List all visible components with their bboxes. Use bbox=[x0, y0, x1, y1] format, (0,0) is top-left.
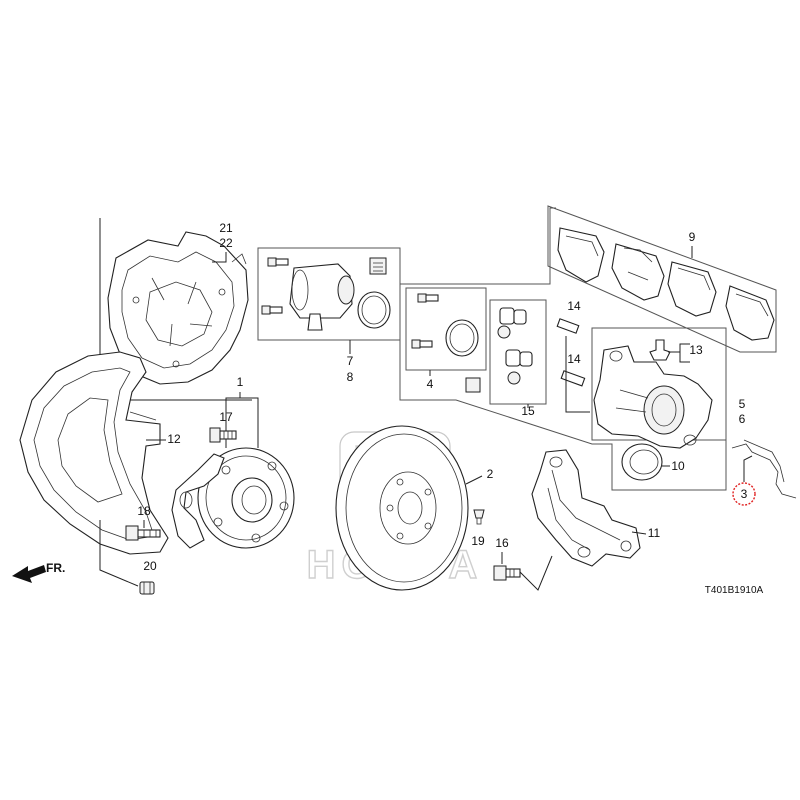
part-label-10: 10 bbox=[671, 459, 685, 473]
part-label-15: 15 bbox=[521, 404, 535, 418]
pin-boot-kit-box bbox=[489, 299, 547, 405]
part-label-3: 3 bbox=[741, 487, 748, 501]
seal-kit-box bbox=[405, 287, 487, 371]
brake-pads bbox=[557, 227, 775, 341]
brake-caliper bbox=[593, 339, 713, 449]
pin-boot-kit-parts bbox=[497, 307, 533, 385]
bolt-18 bbox=[125, 525, 161, 541]
part-label-20: 20 bbox=[143, 559, 157, 573]
grease-packet bbox=[465, 377, 481, 393]
front-direction-label: FR. bbox=[46, 561, 65, 575]
part-label-14-upper: 14 bbox=[567, 299, 581, 313]
guide-pin-14-upper bbox=[556, 318, 580, 334]
diagram-code: T401B1910A bbox=[705, 585, 764, 596]
part-label-2: 2 bbox=[487, 467, 494, 481]
seal-kit-parts bbox=[411, 293, 479, 357]
part-label-8: 8 bbox=[347, 370, 354, 384]
part-label-12: 12 bbox=[167, 432, 181, 446]
part-label-7: 7 bbox=[347, 354, 354, 368]
part-label-13: 13 bbox=[689, 343, 703, 357]
part-label-5: 5 bbox=[739, 397, 746, 411]
piston-kit-parts bbox=[261, 257, 391, 331]
part-label-9: 9 bbox=[689, 230, 696, 244]
bolt-16 bbox=[493, 565, 521, 581]
part-label-1: 1 bbox=[237, 375, 244, 389]
part-label-19: 19 bbox=[471, 534, 485, 548]
part-label-16: 16 bbox=[495, 536, 509, 550]
splash-guard-upper bbox=[99, 218, 252, 401]
part-label-18: 18 bbox=[137, 504, 151, 518]
hub-bolt-17 bbox=[209, 427, 237, 443]
brake-pads-box bbox=[547, 205, 777, 353]
part-label-11: 11 bbox=[648, 526, 661, 540]
spring-clip-3 bbox=[731, 439, 797, 499]
piston-seal-10 bbox=[621, 443, 663, 481]
highlight-circle bbox=[732, 482, 756, 506]
screw-19 bbox=[473, 509, 485, 525]
part-label-14-lower: 14 bbox=[567, 352, 581, 366]
part-label-21: 21 bbox=[219, 221, 233, 235]
front-direction-arrow-icon bbox=[12, 565, 46, 583]
hub-bearing-assembly bbox=[171, 447, 295, 549]
bolt-20 bbox=[139, 581, 155, 595]
part-label-4: 4 bbox=[427, 377, 434, 391]
brake-disc bbox=[335, 425, 469, 591]
part-label-22: 22 bbox=[219, 236, 233, 250]
part-label-6: 6 bbox=[739, 412, 746, 426]
caliper-bracket bbox=[531, 449, 641, 567]
guide-pin-14-lower bbox=[560, 370, 586, 387]
splash-guard-lower bbox=[19, 351, 169, 555]
part-label-17: 17 bbox=[219, 410, 233, 424]
